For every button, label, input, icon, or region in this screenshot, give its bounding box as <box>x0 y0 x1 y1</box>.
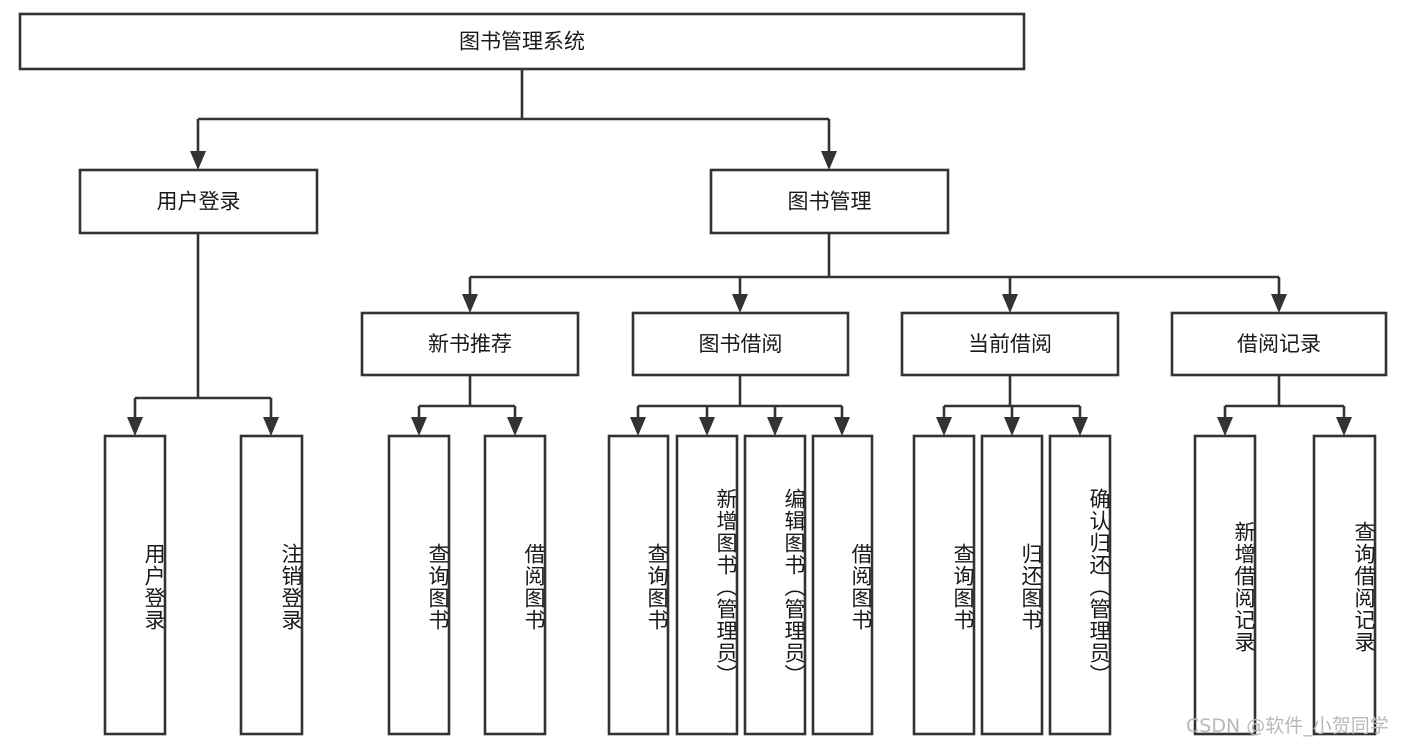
arrow-head-icon <box>630 417 646 436</box>
node-leaf-4[interactable] <box>607 434 670 736</box>
node-level3-0[interactable] <box>360 311 580 377</box>
node-label-level3-3: 借阅记录 <box>1237 332 1321 356</box>
node-level2-0[interactable] <box>78 168 319 235</box>
node-leaf-6[interactable] <box>743 434 807 736</box>
node-label-level3-1: 图书借阅 <box>699 332 783 356</box>
node-leaf-5[interactable] <box>675 434 739 736</box>
node-level2-1[interactable] <box>709 168 950 235</box>
node-label-root-system: 图书管理系统 <box>459 30 585 54</box>
node-leaf-11[interactable] <box>1193 434 1257 736</box>
arrow-head-icon <box>507 417 523 436</box>
node-leaf-1[interactable] <box>239 434 304 736</box>
arrow-head-icon <box>190 151 206 170</box>
node-level3-2[interactable] <box>900 311 1120 377</box>
node-leaf-9[interactable] <box>980 434 1044 736</box>
arrow-head-icon <box>821 151 837 170</box>
node-leaf-8[interactable] <box>912 434 976 736</box>
node-label-level2-0: 用户登录 <box>157 190 241 214</box>
node-leaf-12[interactable] <box>1312 434 1377 736</box>
arrow-head-icon <box>834 417 850 436</box>
node-leaf-2[interactable] <box>387 434 451 736</box>
node-root-system[interactable] <box>18 12 1026 71</box>
arrow-head-icon <box>936 417 952 436</box>
arrow-head-icon <box>1002 294 1018 313</box>
node-level3-1[interactable] <box>631 311 850 377</box>
arrow-head-icon <box>462 294 478 313</box>
arrow-head-icon <box>1072 417 1088 436</box>
connector-lines <box>127 69 1352 436</box>
arrow-head-icon <box>732 294 748 313</box>
node-label-level2-1: 图书管理 <box>788 190 872 214</box>
node-boxes <box>18 12 1388 736</box>
node-leaf-0[interactable] <box>103 434 167 736</box>
arrow-head-icon <box>767 417 783 436</box>
node-leaf-10[interactable] <box>1048 434 1112 736</box>
node-leaf-3[interactable] <box>483 434 547 736</box>
node-leaf-7[interactable] <box>811 434 874 736</box>
arrow-head-icon <box>1217 417 1233 436</box>
arrow-head-icon <box>1271 294 1287 313</box>
arrow-head-icon <box>411 417 427 436</box>
arrow-head-icon <box>127 417 143 436</box>
csdn-watermark: CSDN @软件_小贺同学 <box>1186 715 1389 737</box>
node-label-level3-0: 新书推荐 <box>428 332 512 356</box>
arrow-head-icon <box>699 417 715 436</box>
arrow-head-icon <box>263 417 279 436</box>
arrow-head-icon <box>1004 417 1020 436</box>
node-label-level3-2: 当前借阅 <box>968 332 1052 356</box>
arrow-head-icon <box>1336 417 1352 436</box>
node-level3-3[interactable] <box>1170 311 1388 377</box>
